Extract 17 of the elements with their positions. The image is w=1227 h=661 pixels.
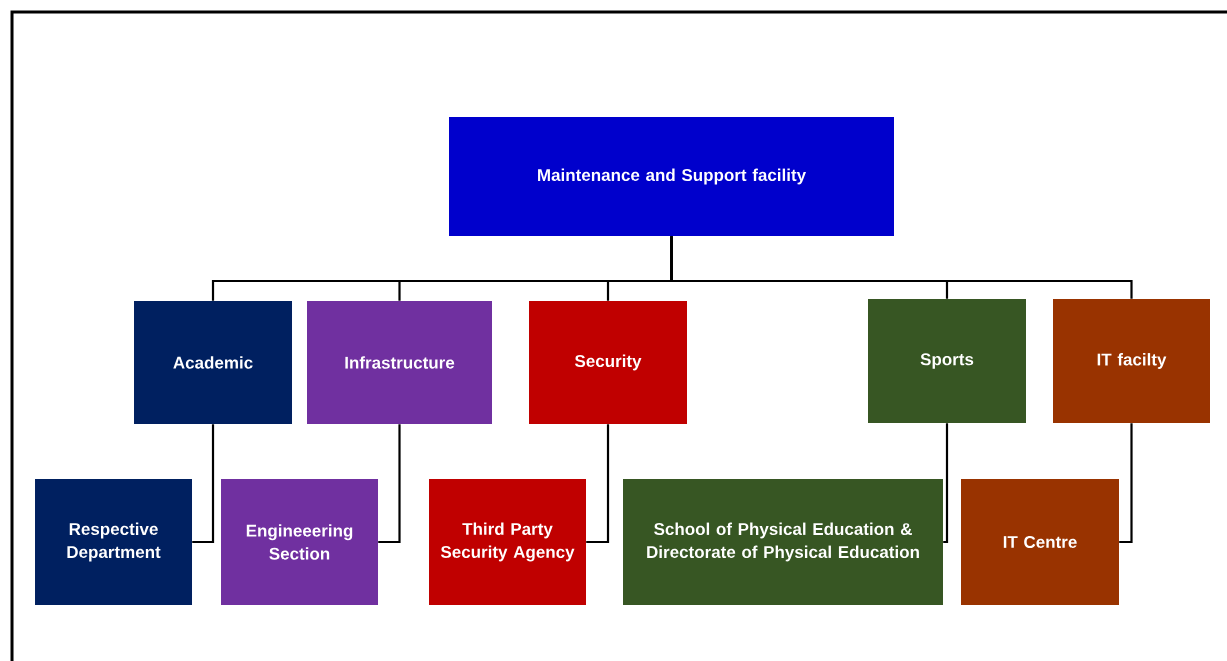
org-box: Third Party Security Agency [429, 479, 586, 605]
org-box: School of Physical Education & Directorate of Physical Education [623, 479, 943, 605]
org-box: Security [529, 301, 687, 424]
org-box: Infrastructure [307, 301, 492, 424]
org-box: Sports [868, 299, 1026, 423]
connector-line [378, 424, 401, 544]
org-box: Academic [134, 301, 292, 424]
org-box: IT facilty [1053, 299, 1210, 423]
connector-line [1119, 423, 1133, 544]
connector-line [586, 424, 610, 544]
org-box: Maintenance and Support facility [449, 117, 894, 236]
org-box: IT Centre [961, 479, 1119, 605]
connector-line [943, 423, 949, 544]
connector-line [670, 236, 1133, 299]
connector-line [192, 424, 215, 544]
org-box: Engineeering Section [221, 479, 378, 605]
org-box: Respective Department [35, 479, 192, 605]
